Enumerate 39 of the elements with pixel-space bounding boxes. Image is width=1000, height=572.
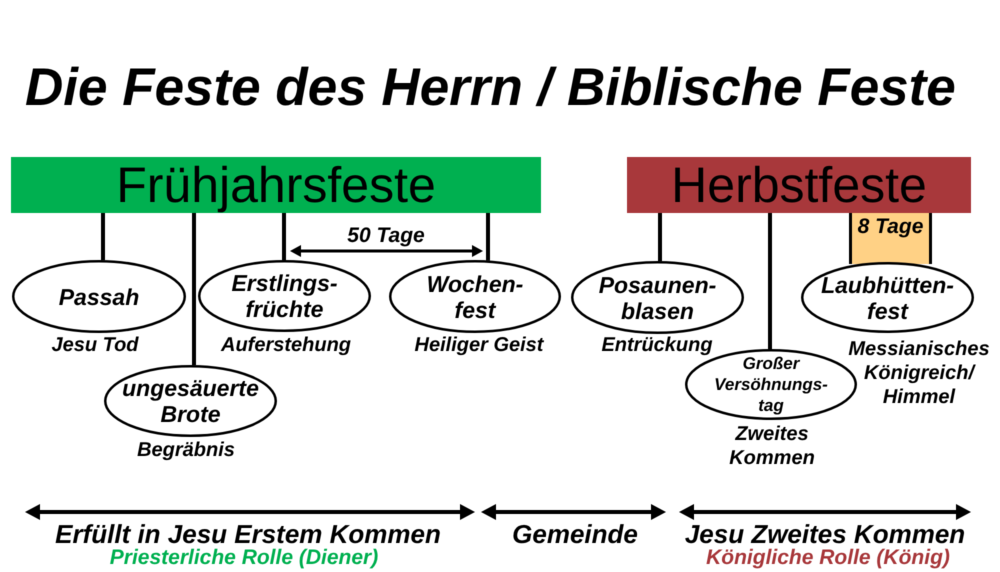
feast-name: Posaunen- blasen — [598, 272, 716, 324]
period-label: Erfüllt in Jesu Erstem Kommen — [55, 521, 441, 547]
feast-meaning: Auferstehung — [221, 333, 351, 357]
connector-line — [658, 213, 662, 262]
feast-ellipse — [198, 260, 371, 332]
connector-line — [192, 213, 196, 366]
feast-name: Passah — [58, 284, 140, 310]
feast-ellipse — [12, 260, 186, 333]
connector-line — [101, 213, 105, 260]
duration-box — [849, 213, 932, 264]
feast-ellipse — [801, 262, 974, 333]
feast-name: Erstlings- früchte — [231, 270, 338, 322]
feast-name: Großer Versöhnungs- tag — [714, 353, 828, 416]
duration-label: 8 Tage — [858, 215, 924, 239]
period-label: Gemeinde — [512, 521, 638, 547]
feast-name: ungesäuerte Brote — [122, 375, 259, 427]
banner-title: Herbstfeste — [671, 158, 927, 212]
feast-name: Laubhütten- fest — [821, 272, 954, 324]
feast-name: Wochen- fest — [426, 270, 524, 322]
season-banner — [11, 157, 541, 213]
feast-meaning: Zweites Kommen — [729, 422, 815, 470]
feast-meaning: Heiliger Geist — [414, 333, 544, 357]
diagram-title: Die Feste des Herrn / Biblische Feste — [25, 61, 956, 114]
feast-ellipse — [571, 261, 744, 334]
connector-line — [486, 213, 490, 260]
connector-line — [768, 213, 772, 349]
feast-meaning: Messianisches Königreich/ Himmel — [848, 337, 990, 409]
role-label: Priesterliche Rolle (Diener) — [110, 547, 378, 568]
connector-line — [282, 213, 286, 260]
role-label: Königliche Rolle (König) — [706, 547, 950, 568]
feast-ellipse — [389, 260, 561, 333]
feast-meaning: Begräbnis — [137, 438, 235, 462]
feast-ellipse — [104, 365, 277, 437]
period-label: Jesu Zweites Kommen — [684, 521, 966, 547]
banner-title: Frühjahrsfeste — [116, 158, 436, 212]
dimension-label: 50 Tage — [347, 224, 425, 248]
feast-meaning: Jesu Tod — [51, 333, 139, 357]
feast-meaning: Entrückung — [601, 333, 713, 357]
season-banner — [627, 157, 971, 213]
